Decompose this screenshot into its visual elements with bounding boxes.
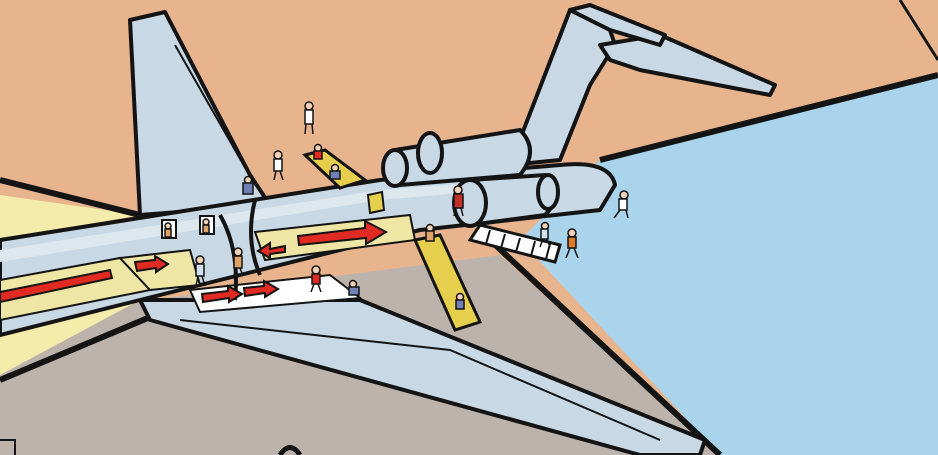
passenger-6 bbox=[165, 223, 171, 237]
passenger-3 bbox=[314, 145, 322, 160]
door-opening-slide bbox=[368, 192, 384, 213]
passenger-7 bbox=[203, 219, 209, 233]
passenger-4 bbox=[330, 165, 340, 180]
passenger-13 bbox=[426, 225, 434, 242]
passenger-5 bbox=[243, 177, 253, 195]
passenger-14 bbox=[456, 294, 464, 310]
